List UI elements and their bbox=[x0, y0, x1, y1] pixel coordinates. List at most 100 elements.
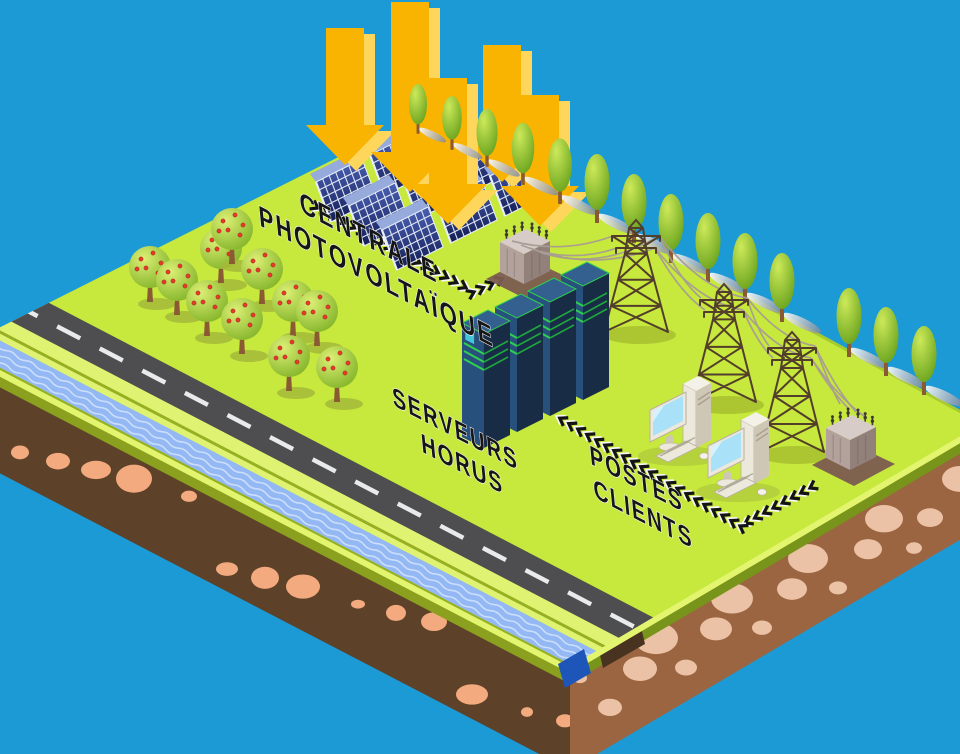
monitor-screen bbox=[711, 432, 741, 472]
insulator bbox=[870, 419, 875, 423]
apple bbox=[182, 283, 188, 289]
server-led-strip bbox=[516, 324, 542, 339]
stone bbox=[829, 581, 847, 595]
insulator bbox=[846, 411, 850, 415]
pylon-shadow bbox=[760, 446, 832, 464]
solar-panel-grid bbox=[384, 210, 441, 267]
apple bbox=[297, 349, 303, 355]
keyboard-keys bbox=[717, 473, 754, 493]
cypress-tree bbox=[511, 122, 535, 174]
server-racks bbox=[460, 261, 611, 448]
soil-face-right bbox=[570, 439, 960, 754]
tree-shadow bbox=[924, 385, 960, 407]
insulator bbox=[520, 221, 524, 225]
client-workstations bbox=[638, 376, 780, 502]
apple bbox=[267, 272, 273, 278]
solar-panel-frame bbox=[380, 229, 399, 271]
apple bbox=[216, 228, 222, 234]
tree-shadow bbox=[277, 387, 315, 399]
chevron-mark bbox=[798, 484, 810, 496]
river-wave bbox=[0, 311, 960, 670]
apple bbox=[200, 299, 206, 305]
transformer-body bbox=[826, 428, 850, 470]
keyboard-keys bbox=[659, 437, 696, 457]
server-led-strip bbox=[582, 300, 608, 315]
server-led-strip bbox=[516, 340, 542, 355]
river-wave bbox=[0, 305, 960, 670]
chevron-mark bbox=[429, 264, 441, 276]
apple-tree bbox=[156, 259, 198, 301]
insulator bbox=[512, 225, 516, 229]
chevron-mark bbox=[575, 426, 587, 438]
transmission-pylons bbox=[603, 218, 832, 464]
insulator bbox=[530, 222, 534, 226]
stone bbox=[181, 490, 197, 502]
solar-panel-edge bbox=[376, 199, 428, 230]
tree-trunk bbox=[239, 336, 245, 354]
apple bbox=[177, 263, 183, 269]
apple bbox=[250, 312, 256, 318]
stone bbox=[216, 562, 238, 576]
apple bbox=[246, 268, 252, 274]
chevron-mark bbox=[770, 499, 782, 511]
stone bbox=[556, 714, 570, 728]
stone bbox=[521, 707, 533, 717]
tree-shadow bbox=[886, 366, 926, 388]
tree-shadow bbox=[418, 127, 447, 143]
apple bbox=[205, 247, 211, 253]
chevron-mark bbox=[566, 421, 578, 433]
grass-edge-band-left bbox=[0, 373, 570, 684]
bank-line bbox=[0, 315, 960, 670]
apple bbox=[230, 308, 236, 314]
apple bbox=[262, 252, 268, 258]
stone bbox=[700, 617, 732, 641]
server-led-strip bbox=[516, 332, 542, 347]
pylon bbox=[691, 282, 757, 403]
apple bbox=[293, 284, 299, 290]
insulator bbox=[520, 225, 524, 229]
chevron-mark bbox=[752, 509, 764, 521]
power-line bbox=[742, 309, 774, 359]
apple bbox=[270, 262, 276, 268]
cypress-tree bbox=[476, 108, 498, 156]
grass-edge-band-right bbox=[570, 439, 960, 684]
chevron-mark bbox=[420, 259, 432, 271]
chevron-mark bbox=[346, 219, 358, 231]
stone bbox=[251, 566, 279, 589]
server-led-strip bbox=[582, 308, 608, 323]
stone bbox=[942, 465, 960, 492]
sun-ray-arrow bbox=[409, 78, 487, 224]
tree-trunk bbox=[218, 265, 224, 283]
cypress-tree bbox=[658, 194, 684, 250]
chevron-mark bbox=[761, 504, 773, 516]
pylon bbox=[603, 218, 669, 333]
server-led-strip bbox=[483, 356, 509, 371]
chevron-mark bbox=[448, 274, 460, 286]
monitor-screen bbox=[653, 396, 683, 436]
chevron-mark bbox=[701, 502, 713, 513]
chevron-mark bbox=[638, 464, 650, 476]
power-line bbox=[658, 235, 702, 299]
stone bbox=[351, 599, 365, 609]
chevron-mark bbox=[737, 523, 749, 535]
solar-panel-grid bbox=[318, 162, 375, 219]
chevron-mark bbox=[692, 496, 704, 508]
tree-trunk bbox=[416, 122, 420, 134]
cypress-tree bbox=[621, 174, 647, 230]
apple bbox=[185, 273, 191, 279]
stone bbox=[752, 620, 772, 635]
tree-shadow bbox=[782, 312, 822, 334]
apple-tree bbox=[268, 335, 310, 377]
apple bbox=[237, 232, 243, 238]
server-rack-side bbox=[583, 273, 609, 400]
apple bbox=[255, 267, 261, 273]
computer-tower-top bbox=[683, 376, 711, 391]
keyboard bbox=[713, 476, 757, 499]
stone bbox=[788, 544, 828, 573]
apple bbox=[232, 212, 238, 218]
power-line bbox=[658, 235, 748, 299]
cypress-tree bbox=[548, 138, 572, 192]
apple bbox=[286, 299, 292, 305]
server-led-strip bbox=[549, 316, 575, 331]
apple bbox=[277, 300, 283, 306]
